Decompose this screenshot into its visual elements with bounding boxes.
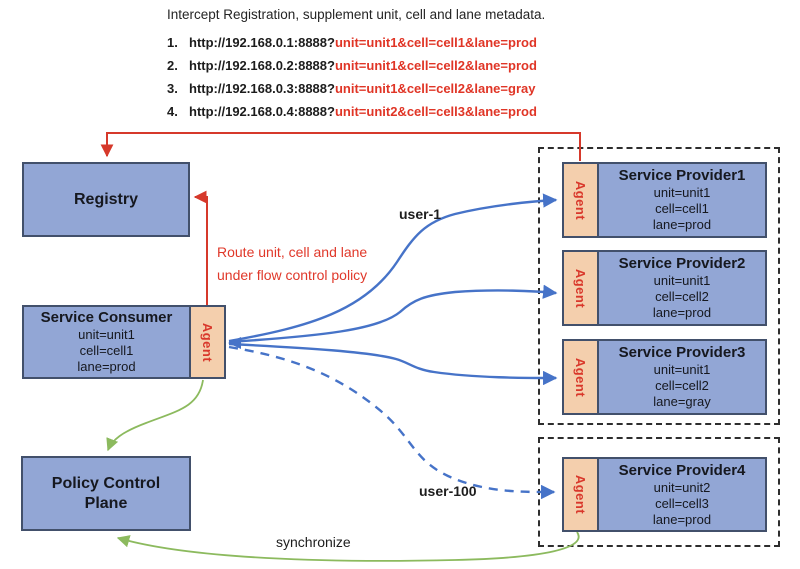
list-number: 2. [167, 58, 178, 73]
provider1-cell: cell=cell1 [655, 201, 709, 216]
service-consumer-title: Service Consumer [40, 309, 173, 326]
provider1-agent-label: Agent [573, 180, 588, 220]
url-list-item: 3. http://192.168.0.3:8888?unit=unit1&cel… [167, 77, 545, 100]
header-title: Intercept Registration, supplement unit,… [167, 7, 546, 22]
url-list-item: 1. http://192.168.0.1:8888?unit=unit1&cel… [167, 31, 545, 54]
url-list-item: 2. http://192.168.0.2:8888?unit=unit1&cel… [167, 54, 545, 77]
green-policy-line [106, 379, 204, 452]
route-policy-note: Route unit, cell and lane under flow con… [217, 241, 367, 287]
provider1-title: Service Provider1 [618, 167, 746, 184]
service-provider1-node: Agent Service Provider1 unit=unit1 cell=… [562, 162, 767, 238]
registry-label: Registry [73, 190, 139, 208]
provider2-agent-label: Agent [573, 268, 588, 308]
provider4-unit: unit=unit2 [653, 479, 711, 495]
provider3-unit: unit=unit1 [653, 362, 711, 377]
service-provider4-node: Agent Service Provider4 unit=unit2 cell=… [562, 457, 767, 532]
blue-curve-provider3 [228, 342, 558, 386]
service-consumer-cell: cell=cell1 [79, 343, 134, 358]
route-policy-note-line2: under flow control policy [217, 267, 368, 283]
service-consumer-unit: unit=unit1 [78, 327, 135, 342]
service-consumer-content: Service Consumer unit=unit1 cell=cell1 l… [24, 307, 189, 377]
provider3-lane: lane=gray [653, 394, 711, 409]
provider4-cell: cell=cell3 [655, 495, 709, 511]
url-query: unit=unit2&cell=cell3&lane=prod [334, 104, 537, 119]
label-synchronize: synchronize [276, 534, 351, 550]
list-number: 3. [167, 81, 178, 96]
service-provider3-node: Agent Service Provider3 unit=unit1 cell=… [562, 339, 767, 415]
blue-curve-provider2 [228, 284, 558, 344]
provider1-lane: lane=prod [652, 217, 712, 232]
header-block: Intercept Registration, supplement unit,… [167, 7, 545, 123]
blue-backarrow-consumer [228, 337, 241, 349]
consumer-agent-label: Agent [200, 322, 215, 362]
service-provider2-node: Agent Service Provider2 unit=unit1 cell=… [562, 250, 767, 326]
provider2-unit: unit=unit1 [653, 273, 711, 288]
red-route-line [193, 190, 208, 305]
policy-control-plane-label: Policy Control Plane [51, 474, 161, 512]
provider3-content: Service Provider3 unit=unit1 cell=cell2 … [599, 341, 765, 413]
provider4-lane: lane=prod [652, 511, 712, 527]
provider1-content: Service Provider1 unit=unit1 cell=cell1 … [599, 164, 765, 236]
route-policy-note-line1: Route unit, cell and lane [217, 244, 368, 260]
provider2-content: Service Provider2 unit=unit1 cell=cell2 … [599, 252, 765, 324]
provider4-agent-label: Agent [573, 474, 588, 515]
provider1-unit: unit=unit1 [653, 185, 711, 200]
label-user-1: user-1 [399, 206, 442, 222]
url-base: http://192.168.0.1:8888? [189, 35, 335, 50]
url-base: http://192.168.0.4:8888? [189, 104, 335, 119]
provider3-agent-label: Agent [573, 357, 588, 397]
provider-group-1 [538, 147, 780, 425]
provider3-title: Service Provider3 [618, 344, 746, 361]
blue-curve-user1-provider1 [228, 193, 558, 343]
green-synchronize-line [116, 531, 580, 562]
provider4-content: Service Provider4 unit=unit2 cell=cell3 … [599, 459, 765, 530]
service-consumer-node: Service Consumer unit=unit1 cell=cell1 l… [22, 305, 226, 379]
policy-control-plane-node: Policy Control Plane [21, 456, 191, 531]
provider2-lane: lane=prod [652, 305, 712, 320]
url-query: unit=unit1&cell=cell2&lane=prod [334, 58, 537, 73]
url-base: http://192.168.0.3:8888? [189, 81, 335, 96]
list-number: 4. [167, 104, 178, 119]
provider4-agent-strip: Agent [564, 459, 599, 530]
provider3-agent-strip: Agent [564, 341, 599, 413]
provider3-cell: cell=cell2 [655, 378, 709, 393]
url-list-item: 4. http://192.168.0.4:8888?unit=unit2&cel… [167, 100, 545, 123]
red-register-line [100, 132, 581, 161]
provider4-title: Service Provider4 [618, 461, 746, 479]
provider1-agent-strip: Agent [564, 164, 599, 236]
provider2-agent-strip: Agent [564, 252, 599, 324]
service-consumer-lane: lane=prod [77, 359, 136, 374]
registry-node: Registry [22, 162, 190, 237]
provider2-cell: cell=cell2 [655, 289, 709, 304]
url-query: unit=unit1&cell=cell2&lane=gray [334, 81, 536, 96]
label-user-100: user-100 [419, 483, 477, 499]
blue-dashed-curve-user100-provider4 [228, 345, 556, 500]
url-query: unit=unit1&cell=cell1&lane=prod [334, 35, 537, 50]
provider2-title: Service Provider2 [618, 255, 746, 272]
consumer-agent-strip: Agent [189, 307, 224, 377]
url-base: http://192.168.0.2:8888? [189, 58, 335, 73]
list-number: 1. [167, 35, 178, 50]
